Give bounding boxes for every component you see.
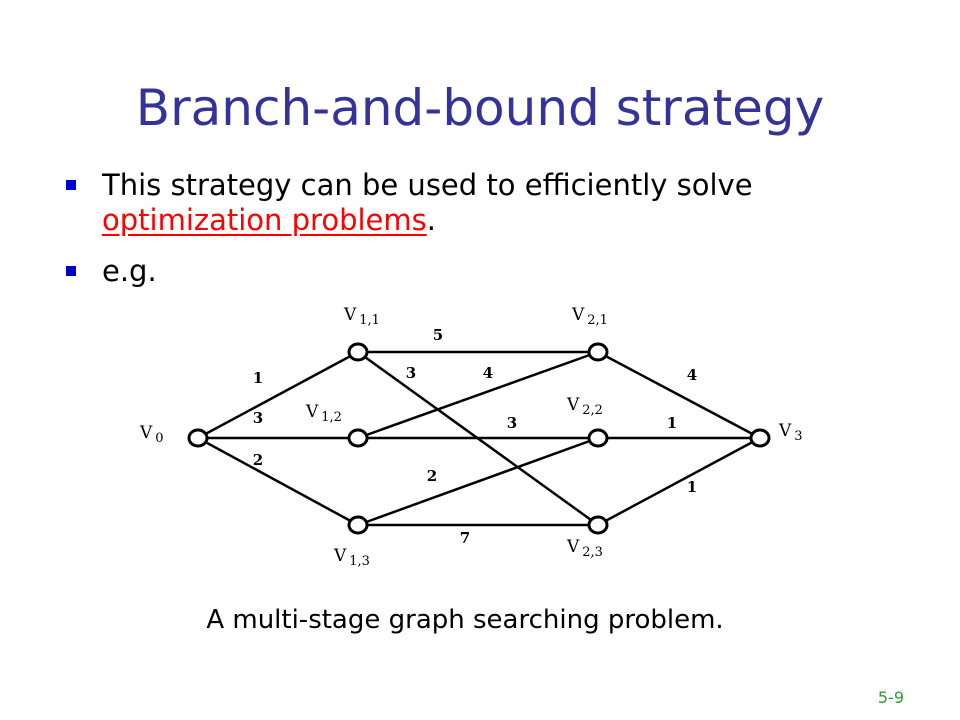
edge-v0-v13 xyxy=(197,436,359,527)
node-v3 xyxy=(749,428,771,448)
edge-weight-label: 3 xyxy=(507,414,517,432)
edge-v13-v22 xyxy=(357,436,599,527)
node-v0 xyxy=(187,428,209,448)
edge-weight-label: 3 xyxy=(406,364,416,382)
bullet-text-end: . xyxy=(426,202,436,237)
node-v23 xyxy=(587,515,609,535)
edge-v23-v3 xyxy=(597,436,761,527)
bullet-item: e.g. xyxy=(66,254,866,289)
node-v22 xyxy=(587,428,609,448)
edge-weight-label: 3 xyxy=(253,409,263,427)
diagram-caption: A multi-stage graph searching problem. xyxy=(206,605,724,635)
bullet-text: This strategy can be used to efficiently… xyxy=(102,168,753,202)
slide-title: Branch-and-bound strategy xyxy=(135,79,825,137)
square-bullet-icon xyxy=(66,265,76,276)
edge-weight-label: 5 xyxy=(433,326,443,344)
edge-weight-label: 1 xyxy=(667,414,677,432)
edge-weight-label: 2 xyxy=(253,451,263,469)
edge-weight-label: 7 xyxy=(460,529,470,547)
square-bullet-icon xyxy=(66,180,76,190)
node-v21 xyxy=(587,342,609,362)
node-v11 xyxy=(347,342,369,362)
bullet-list: This strategy can be used to efficiently… xyxy=(66,168,866,304)
optimization-problems-link[interactable]: optimization problems xyxy=(102,202,427,237)
bullet-text: e.g. xyxy=(102,253,157,288)
edge-weight-label: 2 xyxy=(427,467,437,485)
edge-v0-v11 xyxy=(197,350,359,440)
edge-weight-label: 1 xyxy=(253,369,263,387)
edge-weight-label: 4 xyxy=(687,366,697,384)
slide-number: 5-9 xyxy=(877,688,904,707)
node-v12 xyxy=(347,428,369,448)
edge-v21-v3 xyxy=(597,350,761,440)
edge-weight-label: 4 xyxy=(483,364,493,382)
node-v13 xyxy=(347,515,369,535)
edge-v12-v21 xyxy=(357,350,599,440)
bullet-item: This strategy can be used to efficiently… xyxy=(66,168,866,238)
edge-weight-label: 1 xyxy=(687,478,697,496)
